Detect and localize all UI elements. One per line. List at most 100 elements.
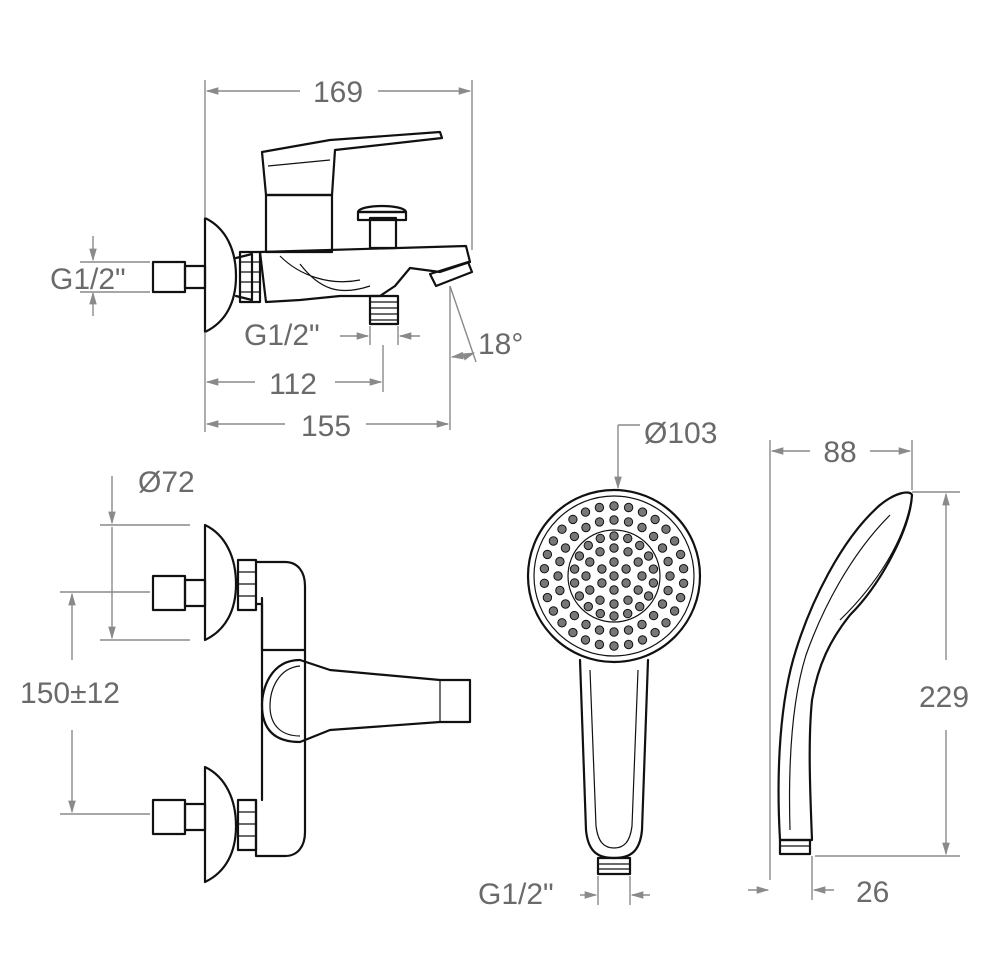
spray-nozzle [555, 556, 565, 567]
spray-nozzle [569, 578, 580, 588]
spray-nozzle [623, 608, 633, 619]
dim-base-width-label: 26 [856, 876, 889, 909]
spray-nozzle [597, 564, 607, 574]
dim-flange-diameter-label: Ø72 [138, 466, 195, 499]
dim-base-width: 26 [748, 856, 889, 909]
spray-nozzle [621, 564, 631, 574]
dim-total-width-label: 169 [313, 76, 363, 109]
spray-nozzle [609, 585, 619, 595]
spray-nozzle [595, 608, 605, 619]
spray-nozzle [609, 515, 619, 525]
spray-nozzle [609, 501, 619, 511]
spray-nozzle [623, 547, 633, 557]
spray-nozzle [637, 507, 648, 517]
spray-nozzle [583, 540, 593, 551]
spray-nozzle [609, 557, 619, 567]
spray-nozzle [548, 536, 559, 546]
spray-nozzle [560, 543, 571, 553]
spray-nozzle [594, 517, 605, 527]
spray-nozzle [609, 599, 619, 609]
mixer-side-view [151, 130, 474, 334]
spray-nozzle [548, 606, 559, 616]
spray-nozzle [650, 514, 660, 525]
dim-wall-to-spout: 155 [205, 410, 450, 443]
dim-length-label: 229 [919, 681, 969, 714]
spray-nozzle [542, 549, 553, 560]
spray-nozzle [648, 531, 659, 542]
dim-spout-angle: 18° [449, 285, 523, 430]
spray-nozzle [569, 610, 580, 621]
spray-nozzle [669, 536, 680, 546]
spray-nozzle [568, 627, 578, 638]
dim-connection-thread: G1/2" [478, 876, 650, 911]
spray-nozzle [609, 641, 619, 651]
spray-nozzle [678, 564, 689, 574]
spray-nozzle [665, 571, 675, 581]
spray-nozzle [609, 627, 619, 637]
spray-nozzle [580, 507, 591, 517]
spray-nozzle [663, 556, 673, 567]
spray-nozzle [661, 524, 671, 534]
spray-nozzle [623, 517, 634, 527]
spray-nozzle [581, 571, 591, 581]
dim-inlet-thread-label: G1/2" [50, 263, 126, 296]
spray-nozzle [595, 547, 605, 557]
spray-nozzle [637, 522, 647, 533]
spray-nozzle [643, 551, 654, 561]
spray-nozzle [675, 549, 686, 560]
spray-nozzle [557, 618, 567, 628]
dim-head-diameter-label: Ø103 [644, 417, 717, 450]
spray-nozzle [633, 585, 643, 595]
spray-nozzle [657, 599, 668, 609]
spray-nozzle [635, 601, 645, 612]
spray-nozzle [585, 557, 595, 567]
spray-nozzle [675, 592, 686, 603]
spray-nozzle [574, 551, 585, 561]
dim-connection-thread-label: G1/2" [478, 878, 554, 911]
spray-nozzle [648, 564, 659, 574]
dim-wall-to-outlet-label: 112 [269, 368, 317, 401]
spray-nozzle [661, 618, 671, 628]
spray-nozzle [678, 578, 689, 588]
spray-nozzle [581, 522, 591, 533]
spray-nozzle [555, 585, 565, 596]
dim-spout-angle-label: 18° [478, 328, 523, 361]
dim-depth: 88 [769, 436, 913, 880]
spray-nozzle [623, 502, 634, 513]
spray-nozzle [569, 531, 580, 542]
spray-nozzle [574, 591, 585, 601]
spray-nozzle [609, 543, 619, 553]
dim-length: 229 [815, 491, 969, 857]
hand-shower-front-view [526, 488, 702, 876]
dim-center-distance-label: 150±12 [20, 677, 120, 710]
spray-nozzle [621, 578, 631, 588]
spray-nozzle [635, 540, 645, 551]
spray-nozzle [648, 578, 659, 588]
spray-nozzle [583, 601, 593, 612]
spray-nozzle [669, 606, 680, 616]
spray-nozzle [569, 564, 580, 574]
spray-nozzle [581, 619, 591, 630]
spray-nozzle [539, 578, 550, 588]
dim-outlet-thread: G1/2" [244, 319, 420, 352]
spray-nozzle [643, 591, 654, 601]
spray-nozzle [633, 557, 643, 567]
dim-wall-to-outlet: 112 [204, 332, 384, 432]
dim-outlet-thread-label: G1/2" [244, 319, 320, 352]
dim-depth-label: 88 [823, 436, 856, 469]
spray-nozzle [594, 502, 605, 513]
spray-nozzle [595, 595, 605, 605]
spray-nozzle [539, 564, 550, 574]
spray-nozzle [580, 635, 591, 645]
spray-nozzle [657, 543, 668, 553]
spray-nozzle [623, 625, 634, 635]
dim-head-diameter: Ø103 [614, 417, 717, 490]
spray-nozzle [542, 592, 553, 603]
spray-nozzle [663, 585, 673, 596]
spray-nozzle [560, 599, 571, 609]
spray-nozzle [557, 524, 567, 534]
spray-nozzle [637, 635, 648, 645]
dim-center-distance: 150±12 [20, 591, 150, 815]
mixer-front-view [151, 523, 472, 884]
